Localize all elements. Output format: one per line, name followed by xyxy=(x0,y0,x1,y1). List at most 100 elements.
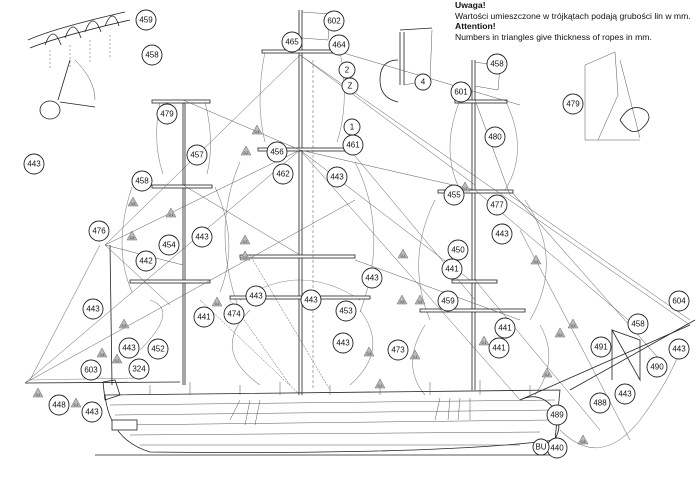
callout-label: 452 xyxy=(151,345,165,354)
callout-circle xyxy=(414,73,432,91)
callout-443: 443 xyxy=(81,401,103,423)
callout-label: 450 xyxy=(451,246,465,255)
callout-490: 490 xyxy=(646,356,668,378)
callout-label: 443 xyxy=(336,339,350,348)
triangle-icon xyxy=(240,145,252,156)
callout-label: 461 xyxy=(346,141,360,150)
callout-circle xyxy=(532,438,550,456)
notice-text-pl: Wartości umieszczone w trójkątach podają… xyxy=(455,10,691,21)
callout-label: 441 xyxy=(498,324,512,333)
rope-thickness-value: 0,5 xyxy=(122,324,127,328)
triangle-icon xyxy=(409,349,421,360)
rope-thickness-value: 0,1 xyxy=(74,403,79,407)
callout-491: 491 xyxy=(590,336,612,358)
callout-circle xyxy=(158,234,180,256)
callout-circle xyxy=(338,61,356,79)
callout-label: 462 xyxy=(276,170,290,179)
callout-label: 474 xyxy=(227,310,241,319)
triangle-icon xyxy=(118,318,130,329)
callout-circle xyxy=(186,144,208,166)
triangle-icon xyxy=(554,327,566,338)
callout-443: 443 xyxy=(23,153,45,175)
triangle-icon xyxy=(70,397,82,408)
rope-thickness-value: 0,2 xyxy=(418,300,423,304)
callout-443: 443 xyxy=(300,289,322,311)
callout-circle xyxy=(266,141,288,163)
callout-441: 441 xyxy=(488,337,510,359)
callout-442: 442 xyxy=(135,250,157,272)
rope-thickness-triangle: 0,5 xyxy=(251,124,263,135)
callout-458: 458 xyxy=(131,170,153,192)
callout-459: 459 xyxy=(437,290,459,312)
callout-443: 443 xyxy=(491,223,513,245)
callout-label: 441 xyxy=(197,313,211,322)
triangle-icon xyxy=(414,294,426,305)
callout-circle xyxy=(342,134,364,156)
rope-thickness-value: 0,1 xyxy=(413,355,418,359)
callout-476: 476 xyxy=(88,220,110,242)
ship-hull xyxy=(95,379,561,456)
callout-324: 324 xyxy=(128,358,150,380)
callout-457: 457 xyxy=(186,144,208,166)
callout-458: 458 xyxy=(486,53,508,75)
callout-label: 456 xyxy=(270,148,284,157)
callout-441: 441 xyxy=(193,306,215,328)
rope-thickness-triangle: 0,5 xyxy=(96,347,108,358)
callout-label: 479 xyxy=(566,100,580,109)
callout-473: 473 xyxy=(387,339,409,361)
callout-4: 4 xyxy=(414,73,432,91)
callout-443: 443 xyxy=(245,285,267,307)
rope-thickness-triangle: 0,5 xyxy=(396,294,408,305)
callout-circle xyxy=(147,338,169,360)
callout-452: 452 xyxy=(147,338,169,360)
callout-label: 488 xyxy=(593,399,607,408)
rope-thickness-value: 0,2 xyxy=(545,373,550,377)
callout-label: 440 xyxy=(550,444,564,453)
triangle-icon xyxy=(32,387,44,398)
rope-thickness-triangle: 0,5 xyxy=(126,230,138,241)
notice-title-en: Attention! xyxy=(455,21,496,31)
callout-Z: Z xyxy=(341,77,359,95)
callout-label: 443 xyxy=(249,292,263,301)
triangle-icon xyxy=(374,378,386,389)
callout-454: 454 xyxy=(158,234,180,256)
callout-label: 1 xyxy=(350,123,355,132)
callout-label: 443 xyxy=(304,296,318,305)
callout-label: 490 xyxy=(650,363,664,372)
callout-circle xyxy=(486,53,508,75)
callout-label: 473 xyxy=(391,346,405,355)
rope-thickness-value: 0,5 xyxy=(367,352,372,356)
callout-453: 453 xyxy=(335,300,357,322)
callout-474: 474 xyxy=(223,303,245,325)
triangle-icon xyxy=(126,230,138,241)
callout-443: 443 xyxy=(668,338,690,360)
callout-464: 464 xyxy=(328,34,350,56)
callout-label: 464 xyxy=(332,41,346,50)
rope-thickness-triangle: 0,5 xyxy=(363,346,375,357)
callout-label: 601 xyxy=(454,88,468,97)
callout-label: 324 xyxy=(132,365,146,374)
callout-circle xyxy=(488,337,510,359)
callout-label: 454 xyxy=(162,241,176,250)
callout-label: 603 xyxy=(84,366,98,375)
triangle-icon xyxy=(567,318,579,329)
rope-thickness-triangle: 0,1 xyxy=(409,349,421,360)
callout-489: 489 xyxy=(546,404,568,426)
callout-circle xyxy=(494,317,516,339)
callout-label: 476 xyxy=(92,227,106,236)
callout-label: 441 xyxy=(445,265,459,274)
callout-circle xyxy=(300,289,322,311)
callout-circle xyxy=(48,394,70,416)
rope-thickness-value: 0,5 xyxy=(100,353,105,357)
detail-mast-rope xyxy=(379,27,433,103)
callout-label: 465 xyxy=(285,38,299,47)
callout-circle xyxy=(223,303,245,325)
callout-circle xyxy=(646,356,668,378)
callout-455: 455 xyxy=(443,184,465,206)
rope-thickness-notice: Uwaga! Wartości umieszczone w trójkątach… xyxy=(455,0,691,42)
rope-thickness-triangle: 0,5 xyxy=(239,250,251,261)
callout-circle xyxy=(387,339,409,361)
rope-thickness-triangle: 0,2 xyxy=(239,234,251,245)
callout-label: 479 xyxy=(160,110,174,119)
callout-label: 443 xyxy=(365,274,379,283)
